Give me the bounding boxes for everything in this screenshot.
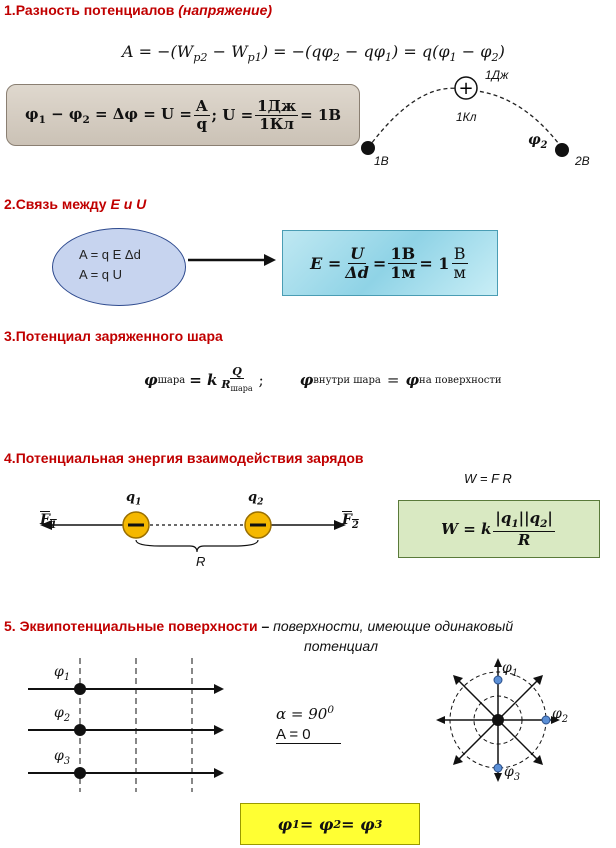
pd-left: φ1 − φ2 = Δφ = U = (24, 104, 192, 126)
phi3-label-lines: φ3 (54, 748, 71, 767)
fraction-V-over-m: В м (451, 243, 468, 282)
work-ellipse: A = q E Δd A = q U (52, 228, 186, 306)
charges-interaction-diagram (40, 511, 346, 553)
phi1-label: φ1 (54, 664, 71, 683)
equipotential-lines-diagram (28, 658, 224, 792)
section1-heading: 1.Разность потенциалов (напряжение) (4, 2, 272, 18)
arrow-icon-1 (214, 684, 224, 694)
point-1v (361, 141, 375, 155)
point-2v (555, 143, 569, 157)
fraction-1V-over-1m: 1В 1м (388, 243, 418, 282)
fraction-U-over-dd: U Δd (345, 243, 369, 282)
section5-desc-line1: поверхности, имеющие одинаковый (273, 618, 514, 634)
w-equals-fr: W = F R (464, 471, 512, 486)
ellipse-line2: A = q U (79, 267, 122, 282)
fraction-Q-over-R: Q Rшара (221, 365, 253, 394)
section1-subtitle: (напряжение) (178, 2, 273, 18)
positive-charge-icon (454, 76, 478, 100)
arrow-left-icon (40, 520, 52, 530)
section5-heading: 5. Эквипотенциальные поверхности – повер… (4, 618, 514, 634)
arrow-right-icon (334, 520, 346, 530)
phi2-label-radial: φ2 (552, 706, 569, 725)
q2-label: q2 (248, 490, 264, 508)
section2-title: Связь между (15, 196, 107, 212)
section3-title: Потенциал заряженного шара (15, 328, 223, 344)
pd-mid: ; U = (211, 106, 254, 124)
arrow-icon-3 (214, 768, 224, 778)
phi2-label-lines: φ2 (54, 705, 71, 724)
point-phi1 (74, 683, 86, 695)
phi1-label-radial: φ1 (502, 660, 519, 679)
R-label: R (196, 554, 206, 569)
arrow-right-icon (188, 254, 276, 266)
section3-heading: 3.Потенциал заряженного шара (4, 328, 223, 344)
section2-heading: 2.Связь между E и U (4, 196, 147, 212)
ellipse-line1: A = q E Δd (79, 247, 141, 262)
path-arc-right (465, 89, 563, 149)
point-phi2 (74, 724, 86, 736)
section1-title: Разность потенциалов (15, 2, 175, 18)
fraction-J-over-C: 1Дж 1Кл (255, 97, 299, 133)
blue-point-phi3 (493, 763, 503, 773)
label-1C: 1Кл (456, 110, 477, 124)
phi3-label-radial: φ3 (504, 764, 521, 783)
path-arc-left (367, 87, 467, 149)
section4-title: Потенциальная энергия взаимодействия зар… (15, 450, 364, 466)
section1-number: 1. (4, 2, 16, 18)
center-charge (492, 714, 504, 726)
label-1V: 1В (374, 154, 389, 168)
arrow-icon-2 (214, 725, 224, 735)
potential-energy-box: W = k |q1||q2| R (398, 500, 600, 558)
section4-heading: 4.Потенциальная энергия взаимодействия з… (4, 450, 364, 466)
field-strength-box: E = U Δd = 1В 1м = 1 В м (282, 230, 498, 296)
work-zero: A = 0 (276, 726, 341, 744)
section5-title: Эквипотенциальные поверхности (19, 618, 258, 634)
fraction-qq-over-R: |q1||q2| R (493, 508, 555, 549)
svg-text:+: + (458, 78, 473, 99)
label-1J: 1Дж (485, 68, 509, 82)
distance-brace (135, 539, 259, 553)
label-2V: 2В (575, 154, 590, 168)
potential-difference-box: φ1 − φ2 = Δφ = U = A q ; U = 1Дж 1Кл = 1… (6, 84, 360, 146)
work-formula: A = −(Wp2 − Wp1) = −(qφ2 − qφ1) = q(φ1 −… (122, 42, 505, 65)
blue-point-phi1 (493, 675, 503, 685)
pd-right: = 1В (300, 106, 341, 124)
point-phi3 (74, 767, 86, 779)
charge-transfer-diagram: + (361, 76, 569, 157)
blue-point-phi2 (541, 715, 551, 725)
alpha-90: α = 900 (276, 704, 335, 723)
q1-label: q1 (126, 490, 142, 508)
section2-vars: E и U (110, 196, 147, 212)
F2-label: F2 (342, 512, 359, 531)
phi2-label: φ2 (528, 132, 548, 151)
F1-label: F1 (40, 512, 57, 531)
radial-equipotential-diagram (436, 658, 560, 782)
fraction-A-over-q: A q (193, 97, 210, 133)
section5-desc-line2: потенциал (304, 638, 378, 654)
